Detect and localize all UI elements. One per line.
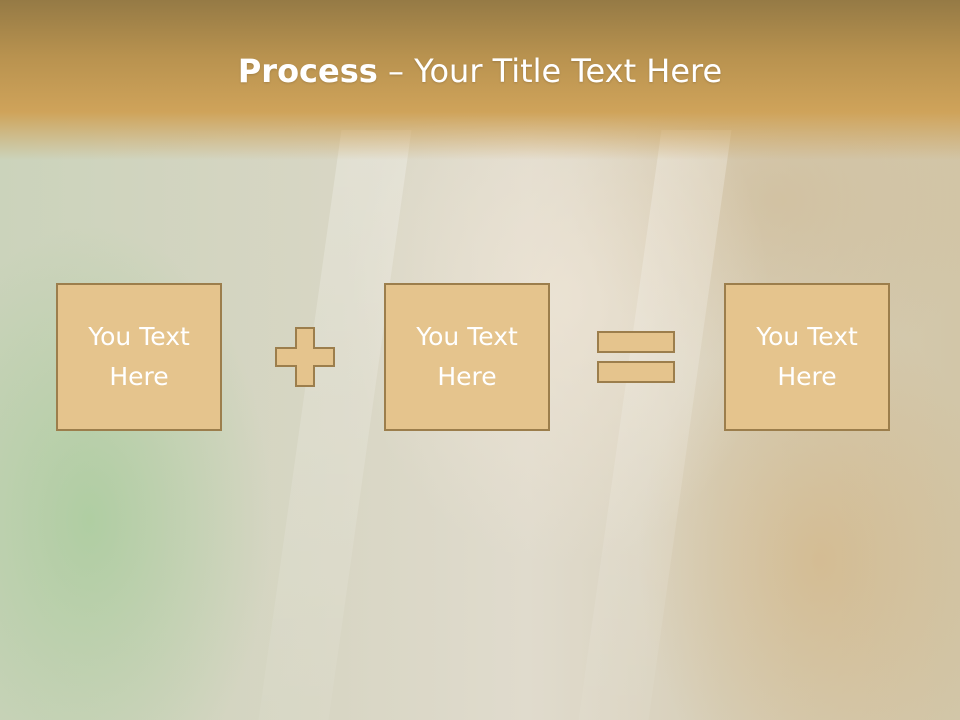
text-box-3[interactable]: You Text Here bbox=[724, 283, 890, 431]
text-box-2[interactable]: You Text Here bbox=[384, 283, 550, 431]
text-box-1-label: You Text Here bbox=[88, 322, 190, 391]
title-rest-part: – Your Title Text Here bbox=[377, 52, 723, 90]
text-box-1[interactable]: You Text Here bbox=[56, 283, 222, 431]
title-bar bbox=[0, 0, 960, 160]
text-box-2-label: You Text Here bbox=[416, 322, 518, 391]
plus-icon bbox=[275, 327, 335, 387]
text-box-3-label: You Text Here bbox=[756, 322, 858, 391]
slide-title[interactable]: Process – Your Title Text Here bbox=[0, 52, 960, 90]
title-bold-part: Process bbox=[237, 52, 378, 90]
equals-icon bbox=[597, 331, 675, 383]
